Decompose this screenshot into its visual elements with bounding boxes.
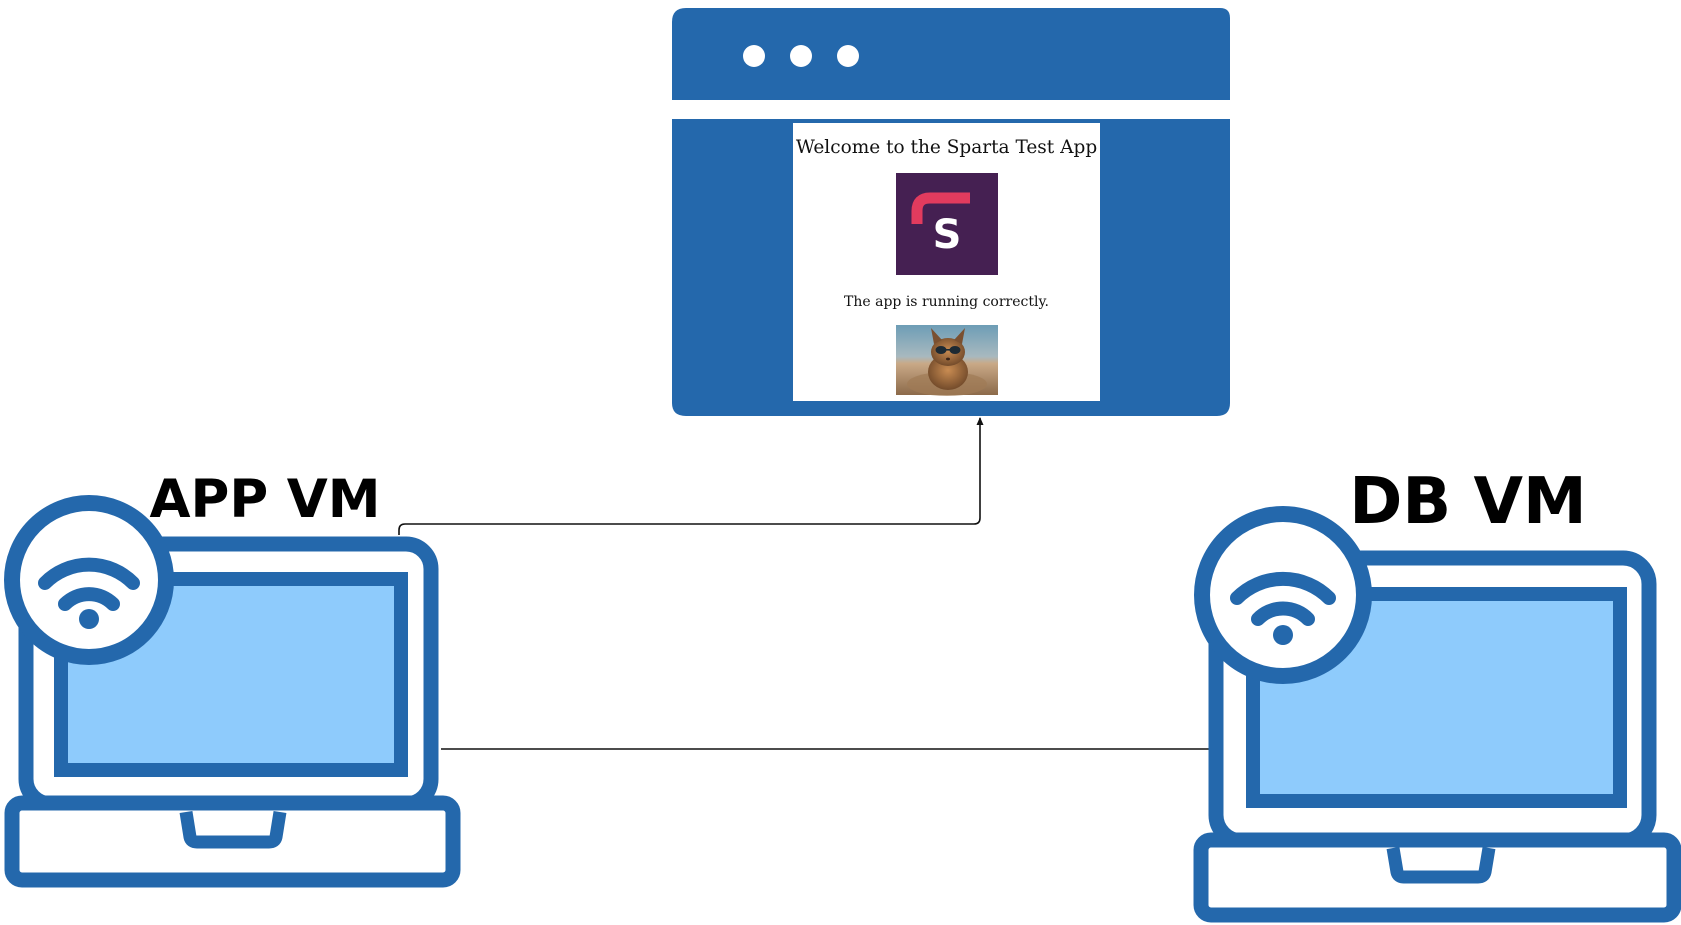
app-vm-label: APP VM [150, 469, 381, 530]
connector-app-to-browser [398, 417, 984, 535]
window-dot-3 [837, 45, 859, 67]
cat-photo [896, 325, 998, 396]
laptop-wifi-icon [1193, 506, 1681, 923]
laptop-wifi-icon [4, 495, 461, 888]
web-page-status: The app is running correctly. [844, 294, 1049, 310]
logo-accent-stroke [911, 192, 970, 224]
app-vm: APP VM [4, 469, 461, 888]
logo-letter: S [933, 212, 962, 258]
window-dot-1 [743, 45, 765, 67]
sparta-logo: S [896, 173, 998, 275]
browser-title-bar [672, 8, 1230, 100]
db-vm-label: DB VM [1349, 465, 1586, 539]
window-dot-2 [790, 45, 812, 67]
db-vm: DB VM [1193, 465, 1681, 923]
browser-window: Welcome to the Sparta Test App S The app… [672, 8, 1230, 416]
web-page-title: Welcome to the Sparta Test App [796, 137, 1097, 158]
